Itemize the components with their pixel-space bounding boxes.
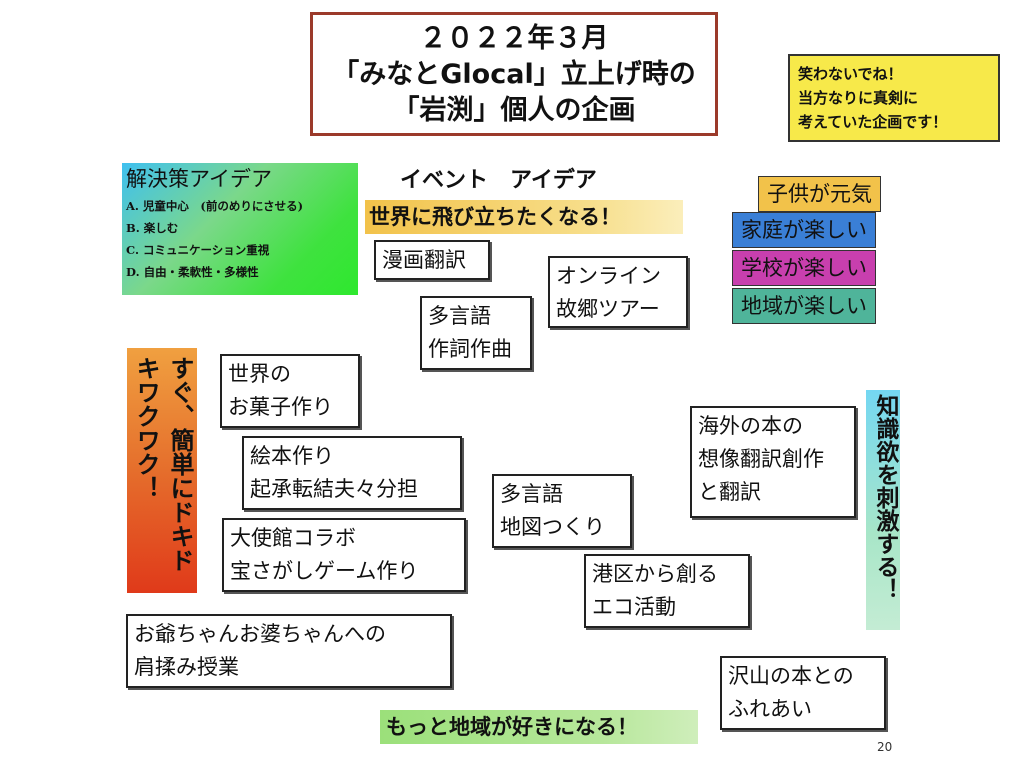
idea-line: お菓子作り	[228, 395, 333, 419]
idea-line: 地図つくり	[500, 515, 605, 539]
idea-world-sweets: 世界の お菓子作り	[220, 354, 360, 428]
idea-line: 沢山の本との	[728, 664, 854, 688]
left-vertical-banner: すぐ、簡単にドキドキワクワク！	[127, 348, 197, 593]
idea-line: 肩揉み授業	[134, 655, 239, 679]
idea-grandparents-massage: お爺ちゃんお婆ちゃんへの 肩揉み授業	[126, 614, 452, 688]
disclaimer-note: 笑わないでね！ 当方なりに真剣に 考えていた企画です！	[788, 54, 1000, 142]
solution-item-a: A. 児童中心 (前のめりにさせる)	[126, 199, 304, 213]
note-line-3: 考えていた企画です！	[798, 113, 948, 131]
idea-line: 作詞作曲	[428, 337, 512, 361]
page-number: 20	[877, 740, 893, 754]
idea-eco-activity: 港区から創る エコ活動	[584, 554, 750, 628]
idea-line: エコ活動	[592, 595, 676, 619]
idea-line: 大使館コラボ	[230, 526, 356, 550]
title-line-2: 「みなとGlocal」立上げ時の	[332, 59, 696, 90]
idea-line: ふれあい	[728, 697, 812, 721]
world-fly-banner: 世界に飛び立ちたくなる！	[365, 200, 683, 234]
idea-multilingual-map: 多言語 地図つくり	[492, 474, 632, 548]
note-line-2: 当方なりに真剣に	[798, 89, 919, 107]
idea-online-hometown-tour: オンライン 故郷ツアー	[548, 256, 688, 328]
idea-line: オンライン	[556, 264, 661, 288]
idea-line: お爺ちゃんお婆ちゃんへの	[134, 622, 386, 646]
solutions-heading: 解決策アイデア	[126, 167, 272, 191]
event-ideas-heading: イベント アイデア	[400, 168, 597, 193]
love-area-banner: もっと地域が好きになる！	[380, 710, 698, 744]
idea-line: と翻訳	[698, 480, 761, 504]
note-line-1: 笑わないでね！	[798, 65, 903, 83]
label-home-fun: 家庭が楽しい	[732, 212, 876, 248]
title-line-3: 「岩渕」個人の企画	[392, 95, 636, 126]
label-school-fun: 学校が楽しい	[732, 250, 876, 286]
label-region-fun: 地域が楽しい	[732, 288, 876, 324]
idea-line: 海外の本の	[698, 414, 803, 438]
idea-many-books: 沢山の本との ふれあい	[720, 656, 886, 730]
idea-picture-book: 絵本作り 起承転結夫々分担	[242, 436, 462, 510]
idea-line: 絵本作り	[250, 444, 334, 468]
idea-manga-translation: 漫画翻訳	[374, 240, 490, 280]
solution-item-b: B. 楽しむ	[126, 221, 179, 235]
idea-line: 多言語	[500, 482, 563, 506]
solution-item-c: C. コミュニケーション重視	[126, 243, 270, 257]
title-line-1: ２０２２年３月	[419, 23, 609, 54]
solution-item-d: D. 自由・柔軟性・多様性	[126, 265, 259, 279]
solutions-panel: 解決策アイデア A. 児童中心 (前のめりにさせる) B. 楽しむ C. コミュ…	[122, 163, 358, 295]
idea-line: 故郷ツアー	[556, 297, 660, 321]
idea-line: 多言語	[428, 304, 491, 328]
idea-line: 想像翻訳創作	[698, 447, 824, 471]
idea-line: 宝さがしゲーム作り	[230, 559, 419, 583]
idea-line: 世界の	[228, 362, 291, 386]
right-vertical-banner: 知識欲を刺激する！	[866, 390, 900, 630]
slide-title: ２０２２年３月 「みなとGlocal」立上げ時の 「岩渕」個人の企画	[310, 12, 718, 136]
idea-overseas-book-translation: 海外の本の 想像翻訳創作 と翻訳	[690, 406, 856, 518]
idea-line: 漫画翻訳	[382, 248, 466, 272]
idea-embassy-collab: 大使館コラボ 宝さがしゲーム作り	[222, 518, 466, 592]
label-kids-energetic: 子供が元気	[758, 176, 881, 212]
idea-multilingual-songwriting: 多言語 作詞作曲	[420, 296, 532, 370]
idea-line: 港区から創る	[592, 562, 718, 586]
idea-line: 起承転結夫々分担	[250, 477, 418, 501]
